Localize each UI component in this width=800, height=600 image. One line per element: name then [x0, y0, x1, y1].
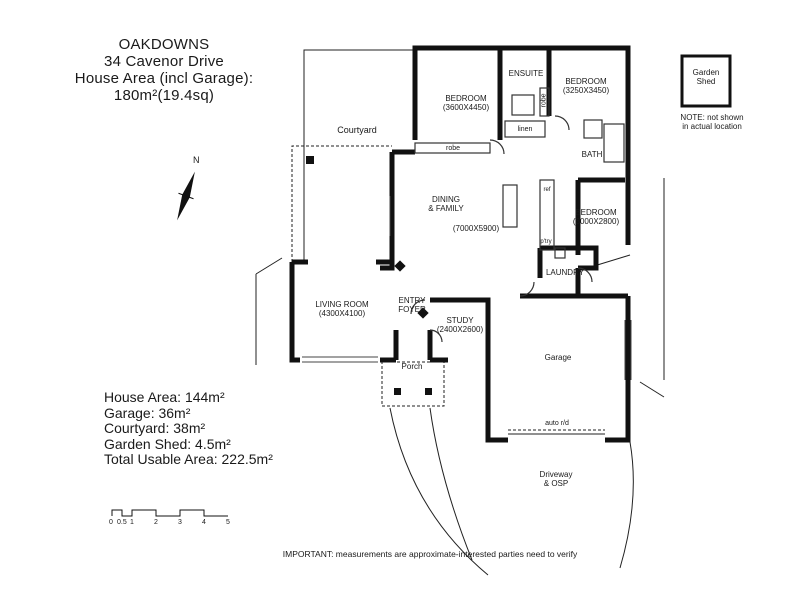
room-bedroom-2-dims: (3250X3450)	[562, 86, 610, 95]
room-laundry: LAUNDRY	[545, 268, 585, 277]
room-living-name: LIVING ROOM	[315, 300, 369, 309]
room-living-dims: (4300X4100)	[318, 309, 366, 318]
scale-label-0: 0	[109, 519, 113, 526]
garage-door-label: auto r/d	[545, 420, 569, 427]
area-summary: House Area: 144m² Garage: 36m² Courtyard…	[104, 389, 273, 468]
kitchen-island	[502, 184, 518, 228]
area-total: Total Usable Area: 222.5m²	[104, 451, 273, 467]
pantry-label: p'try	[540, 239, 552, 245]
linen-label: linen	[517, 126, 533, 133]
room-study-dims: (2400X2600)	[436, 325, 484, 334]
room-garage: Garage	[544, 353, 572, 362]
scale-label-4: 4	[202, 519, 206, 526]
room-dining-dims: (7000X5900)	[452, 224, 500, 233]
room-entry-name: ENTRY	[398, 296, 426, 305]
driveway-right-curve	[619, 441, 634, 569]
shed-note: NOTE: not shown in actual location	[666, 113, 758, 131]
title-address: 34 Cavenor Drive	[104, 53, 224, 70]
room-entry-foyer: ENTRY FOYER	[396, 296, 428, 314]
scale-label-3: 3	[178, 519, 182, 526]
courtyard-label: Courtyard	[337, 125, 377, 135]
wall-north-bedroom	[412, 45, 631, 140]
room-foyer-name: FOYER	[398, 305, 426, 314]
scale-label-2: 2	[154, 519, 158, 526]
kitchen-bench	[539, 179, 555, 251]
shed-outline	[680, 54, 732, 108]
garden-shed-name1: Garden	[692, 68, 720, 77]
driveway-inner-curve	[429, 407, 473, 561]
title-block: OAKDOWNS 34 Cavenor Drive House Area (in…	[66, 36, 262, 104]
scale-label-5: 5	[226, 519, 230, 526]
robe-horizontal-label: robe	[445, 145, 460, 152]
garden-shed-name2: Shed	[696, 77, 716, 86]
porch-outline	[381, 361, 445, 407]
room-bedroom-1-dims: (3600X4450)	[442, 103, 490, 112]
north-arrow	[177, 171, 195, 221]
room-bedroom-3-name: BEDROOM	[575, 208, 617, 217]
room-bedroom-1: BEDROOM (3600X4450)	[436, 94, 496, 112]
porch-label: Porch	[401, 362, 423, 371]
shower-bath	[583, 119, 603, 139]
area-garden-shed: Garden Shed: 4.5m²	[104, 435, 231, 452]
driveway-left-curve	[389, 407, 489, 576]
robe-horizontal-box	[414, 142, 491, 154]
scale-label-0-5: 0.5	[117, 519, 127, 526]
ensuite-shower	[511, 94, 535, 116]
room-living: LIVING ROOM (4300X4100)	[310, 300, 374, 318]
room-study: STUDY (2400X2600)	[432, 316, 488, 334]
area-garage: Garage: 36m²	[104, 404, 191, 421]
robe-vertical-box	[539, 87, 550, 117]
north-label: N	[193, 155, 200, 165]
room-bedroom-2-name: BEDROOM	[565, 77, 607, 86]
wall-living	[289, 262, 300, 363]
driveway-label: Driveway & OSP	[534, 470, 578, 488]
wall-courtyard-side	[380, 152, 395, 271]
fridge-label: ref	[543, 187, 551, 193]
driveway-osp: & OSP	[543, 479, 569, 488]
courtyard-dashed-boundary	[291, 145, 392, 262]
area-house: House Area: 144m²	[104, 389, 225, 405]
room-bedroom-3-dims: (3000X2800)	[572, 217, 620, 226]
footer-disclaimer: IMPORTANT: measurements are approximate-…	[282, 549, 578, 559]
room-bedroom-1-name: BEDROOM	[445, 94, 487, 103]
linen-cupboard	[504, 120, 546, 138]
driveway-name: Driveway	[539, 470, 573, 479]
laundry-tub	[554, 247, 566, 259]
room-ensuite: ENSUITE	[508, 69, 544, 78]
courtyard-boundary	[303, 49, 415, 262]
room-bedroom-3: BEDROOM (3000X2800)	[566, 208, 626, 226]
bath-tub	[603, 123, 625, 163]
scale-bar	[111, 509, 228, 517]
room-family-name: & FAMILY	[428, 204, 464, 213]
shed-note-line2: in actual location	[682, 122, 742, 131]
room-study-name: STUDY	[446, 316, 474, 325]
robe-vertical-label: robe	[540, 93, 548, 108]
room-bedroom-2: BEDROOM (3250X3450)	[556, 77, 616, 95]
scale-label-1: 1	[130, 519, 134, 526]
room-dining-family: DINING & FAMILY	[416, 195, 476, 213]
garden-shed-label: Garden Shed	[684, 68, 728, 86]
title-house-area-label: House Area (incl Garage):	[74, 70, 254, 87]
shed-note-line1: NOTE: not shown	[680, 113, 744, 122]
room-bath: BATH	[581, 150, 603, 159]
title-name: OAKDOWNS	[118, 36, 210, 53]
area-courtyard: Courtyard: 38m²	[104, 420, 206, 436]
wall-laundry	[540, 245, 599, 271]
wall-garage	[485, 300, 508, 443]
title-house-area-value: 180m²(19.4sq)	[113, 87, 215, 104]
wall-garage-right	[605, 296, 631, 443]
room-dining-name: DINING	[432, 195, 460, 204]
